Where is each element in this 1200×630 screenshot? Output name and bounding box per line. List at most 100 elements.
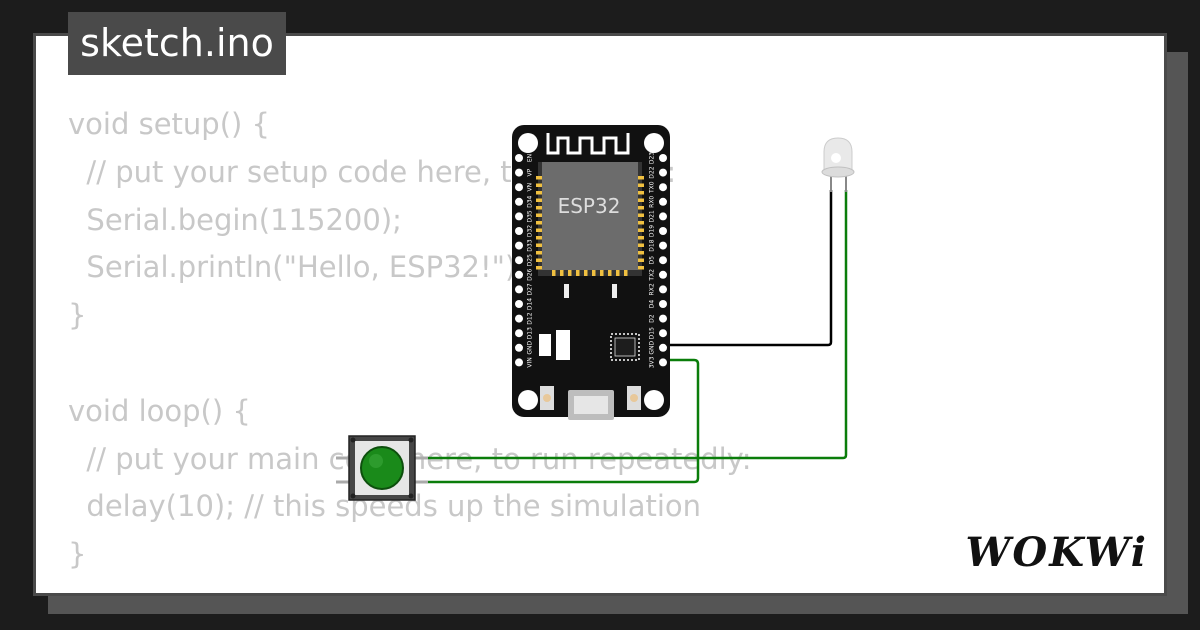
pin-label: D19 — [649, 225, 656, 237]
header-pin[interactable] — [659, 212, 667, 221]
pin-label: EN — [527, 154, 534, 162]
wire-3v3[interactable] — [425, 358, 700, 484]
pin-label: GND — [649, 341, 656, 355]
pin-label: VP — [527, 168, 534, 176]
header-pin[interactable] — [515, 329, 523, 338]
wokwi-logo: WOKWi — [965, 529, 1148, 576]
esp32-board[interactable]: ESP32 ENVPVND34D35D32D33D25D26D27D14D12D… — [512, 125, 670, 420]
voltage-regulator — [539, 330, 570, 360]
pin-label: D27 — [527, 283, 534, 295]
micro-usb-port — [568, 390, 614, 420]
code-line: } — [68, 298, 87, 333]
module-pad — [576, 270, 580, 276]
pin-labels-left: ENVPVND34D35D32D33D25D26D27D14D12D13GNDV… — [527, 154, 534, 368]
header-pin[interactable] — [659, 314, 667, 323]
pin-label: D4 — [649, 300, 656, 309]
header-pin[interactable] — [659, 256, 667, 265]
module-pad — [638, 213, 644, 217]
antenna-trace — [546, 133, 630, 155]
module-pad — [568, 270, 572, 276]
pin-labels-right: D23D22TX0RX0D21D19D18D5TX2RX2D4D2D15GND3… — [649, 152, 656, 369]
header-pin[interactable] — [515, 300, 523, 308]
module-pad — [638, 236, 644, 240]
header-pin[interactable] — [659, 227, 667, 235]
pin-label: VIN — [527, 357, 534, 367]
header-pin[interactable] — [659, 270, 667, 279]
module-pad — [638, 258, 644, 262]
pin-label: RX0 — [649, 196, 656, 208]
header-pin[interactable] — [659, 154, 667, 162]
module-pad — [608, 270, 612, 276]
header-pin[interactable] — [659, 183, 667, 192]
header-pin[interactable] — [515, 227, 523, 235]
file-tab[interactable]: sketch.ino — [68, 12, 286, 75]
code-line: void loop() { — [68, 393, 251, 428]
pin-label: D22 — [649, 166, 656, 178]
module-pad — [638, 183, 644, 187]
module-pad — [638, 206, 644, 210]
module-pad — [638, 243, 644, 247]
module-pad — [536, 243, 542, 247]
module-pad — [536, 213, 542, 217]
header-pin[interactable] — [515, 183, 523, 192]
module-pad — [616, 270, 620, 276]
led[interactable] — [821, 137, 855, 192]
mount-hole — [644, 390, 664, 410]
header-pin[interactable] — [515, 314, 523, 323]
mount-hole — [644, 133, 664, 153]
pin-label: 3V3 — [649, 356, 656, 368]
code-line: Serial.begin(115200); — [68, 202, 402, 237]
module-pad — [560, 270, 564, 276]
pushbutton[interactable] — [336, 435, 428, 501]
header-pin[interactable] — [659, 343, 667, 352]
header-pin[interactable] — [659, 285, 667, 294]
chip-label: ESP32 — [558, 194, 621, 218]
button-cap[interactable] — [360, 446, 404, 490]
smd-pad — [564, 284, 569, 298]
module-pad — [638, 221, 644, 225]
wires — [425, 190, 848, 484]
module-pad — [638, 198, 644, 202]
header-pin[interactable] — [515, 154, 523, 162]
pin-label: D23 — [649, 152, 656, 164]
header-pin[interactable] — [515, 197, 523, 206]
header-pin[interactable] — [515, 270, 523, 279]
header-pin[interactable] — [515, 285, 523, 294]
esp32-module: ESP32 — [536, 162, 644, 276]
pin-label: D21 — [649, 210, 656, 222]
header-pin[interactable] — [659, 168, 667, 177]
header-pin[interactable] — [515, 343, 523, 352]
header-pin[interactable] — [515, 358, 523, 367]
boot-button[interactable] — [540, 386, 554, 410]
module-pad — [638, 266, 644, 270]
header-pin[interactable] — [515, 168, 523, 177]
module-pins — [638, 176, 644, 270]
header-pin[interactable] — [515, 212, 523, 221]
module-pad — [536, 266, 542, 270]
reset-button[interactable] — [627, 386, 641, 410]
smd-pad — [612, 284, 617, 298]
wire-led-anode[interactable] — [425, 190, 848, 460]
module-pad — [638, 191, 644, 195]
mount-hole — [518, 390, 538, 410]
pin-label: D13 — [527, 327, 534, 339]
pin-label: TX2 — [649, 269, 656, 282]
header-pin[interactable] — [515, 241, 523, 250]
wire-gnd[interactable] — [663, 190, 833, 347]
header-pin[interactable] — [515, 256, 523, 265]
code-line: Serial.println("Hello, ESP32!"); — [68, 250, 527, 285]
header-pin[interactable] — [659, 358, 667, 367]
header-pins-right — [659, 154, 667, 367]
module-pins — [536, 176, 542, 270]
header-pin[interactable] — [659, 241, 667, 250]
header-pin[interactable] — [659, 197, 667, 206]
header-pin[interactable] — [659, 329, 667, 338]
module-pad — [536, 228, 542, 232]
mount-hole — [518, 133, 538, 153]
module-pad — [638, 228, 644, 232]
header-pin[interactable] — [659, 300, 667, 308]
pin-label: D2 — [649, 314, 656, 323]
code-line: void setup() { — [68, 107, 270, 141]
pin-label: D15 — [649, 327, 656, 339]
header-pins-left — [515, 154, 523, 367]
